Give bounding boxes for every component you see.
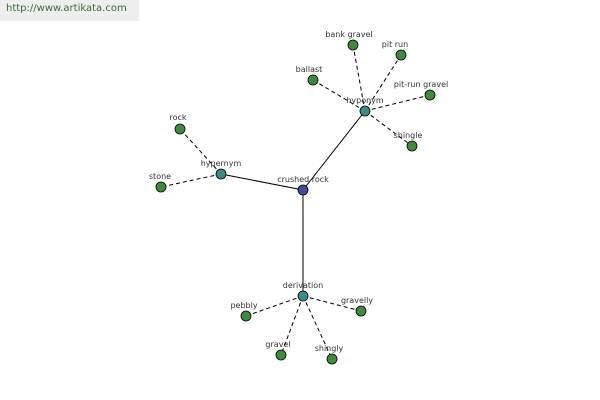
graph-labels: crushed rock hyponym hypernym derivation ban… (149, 30, 448, 353)
edge-hyponym-to-shingle (364, 110, 413, 147)
node-label-crushed-rock[interactable]: crushed rock (277, 175, 329, 184)
node-stone[interactable] (155, 181, 167, 193)
edge-hypernym-to-rock (179, 128, 222, 175)
edge-derivation-to-gravel (280, 295, 304, 356)
node-label-shingly[interactable]: shingly (315, 344, 344, 353)
node-label-shingle[interactable]: shingle (394, 131, 423, 140)
node-pebbly[interactable] (240, 310, 252, 322)
node-pit-run[interactable] (395, 49, 407, 61)
node-bank-gravel[interactable] (347, 39, 359, 51)
node-ballast[interactable] (307, 74, 319, 86)
node-hypernym[interactable] (215, 168, 227, 180)
node-hyponym[interactable] (359, 105, 371, 117)
node-label-ballast[interactable]: ballast (296, 65, 323, 74)
edge-crushed-rock-to-hyponym (302, 110, 366, 191)
node-rock[interactable] (174, 123, 186, 135)
node-derivation[interactable] (297, 290, 309, 302)
node-gravel[interactable] (275, 349, 287, 361)
node-shingle[interactable] (406, 140, 418, 152)
node-crushed-rock[interactable] (297, 184, 309, 196)
node-label-gravelly[interactable]: gravelly (341, 296, 373, 305)
node-gravelly[interactable] (355, 305, 367, 317)
node-label-derivation[interactable]: derivation (283, 281, 323, 290)
node-label-bank-gravel[interactable]: bank gravel (325, 30, 372, 39)
edge-derivation-to-gravelly (302, 295, 362, 312)
node-label-stone[interactable]: stone (149, 172, 171, 181)
node-label-hypernym[interactable]: hypernym (201, 159, 242, 168)
node-label-pit-run[interactable]: pit run (382, 40, 408, 49)
node-label-gravel[interactable]: gravel (265, 340, 290, 349)
graph-nodes (155, 39, 436, 365)
edge-hypernym-to-stone (160, 173, 222, 188)
node-label-pebbly[interactable]: pebbly (230, 301, 257, 310)
node-shingly[interactable] (326, 353, 338, 365)
edge-crushed-rock-to-hypernym (220, 173, 304, 191)
edge-derivation-to-pebbly (245, 295, 304, 317)
node-pit-run-gravel[interactable] (424, 89, 436, 101)
edge-hyponym-to-ballast (312, 79, 366, 112)
node-label-hyponym[interactable]: hyponym (346, 96, 384, 105)
node-label-pit-run-gravel[interactable]: pit-run gravel (394, 80, 448, 89)
node-label-rock[interactable]: rock (169, 113, 186, 122)
graph-edges (160, 44, 431, 360)
source-url[interactable]: http://www.artikata.com (0, 0, 139, 21)
edge-derivation-to-shingly (302, 295, 333, 360)
